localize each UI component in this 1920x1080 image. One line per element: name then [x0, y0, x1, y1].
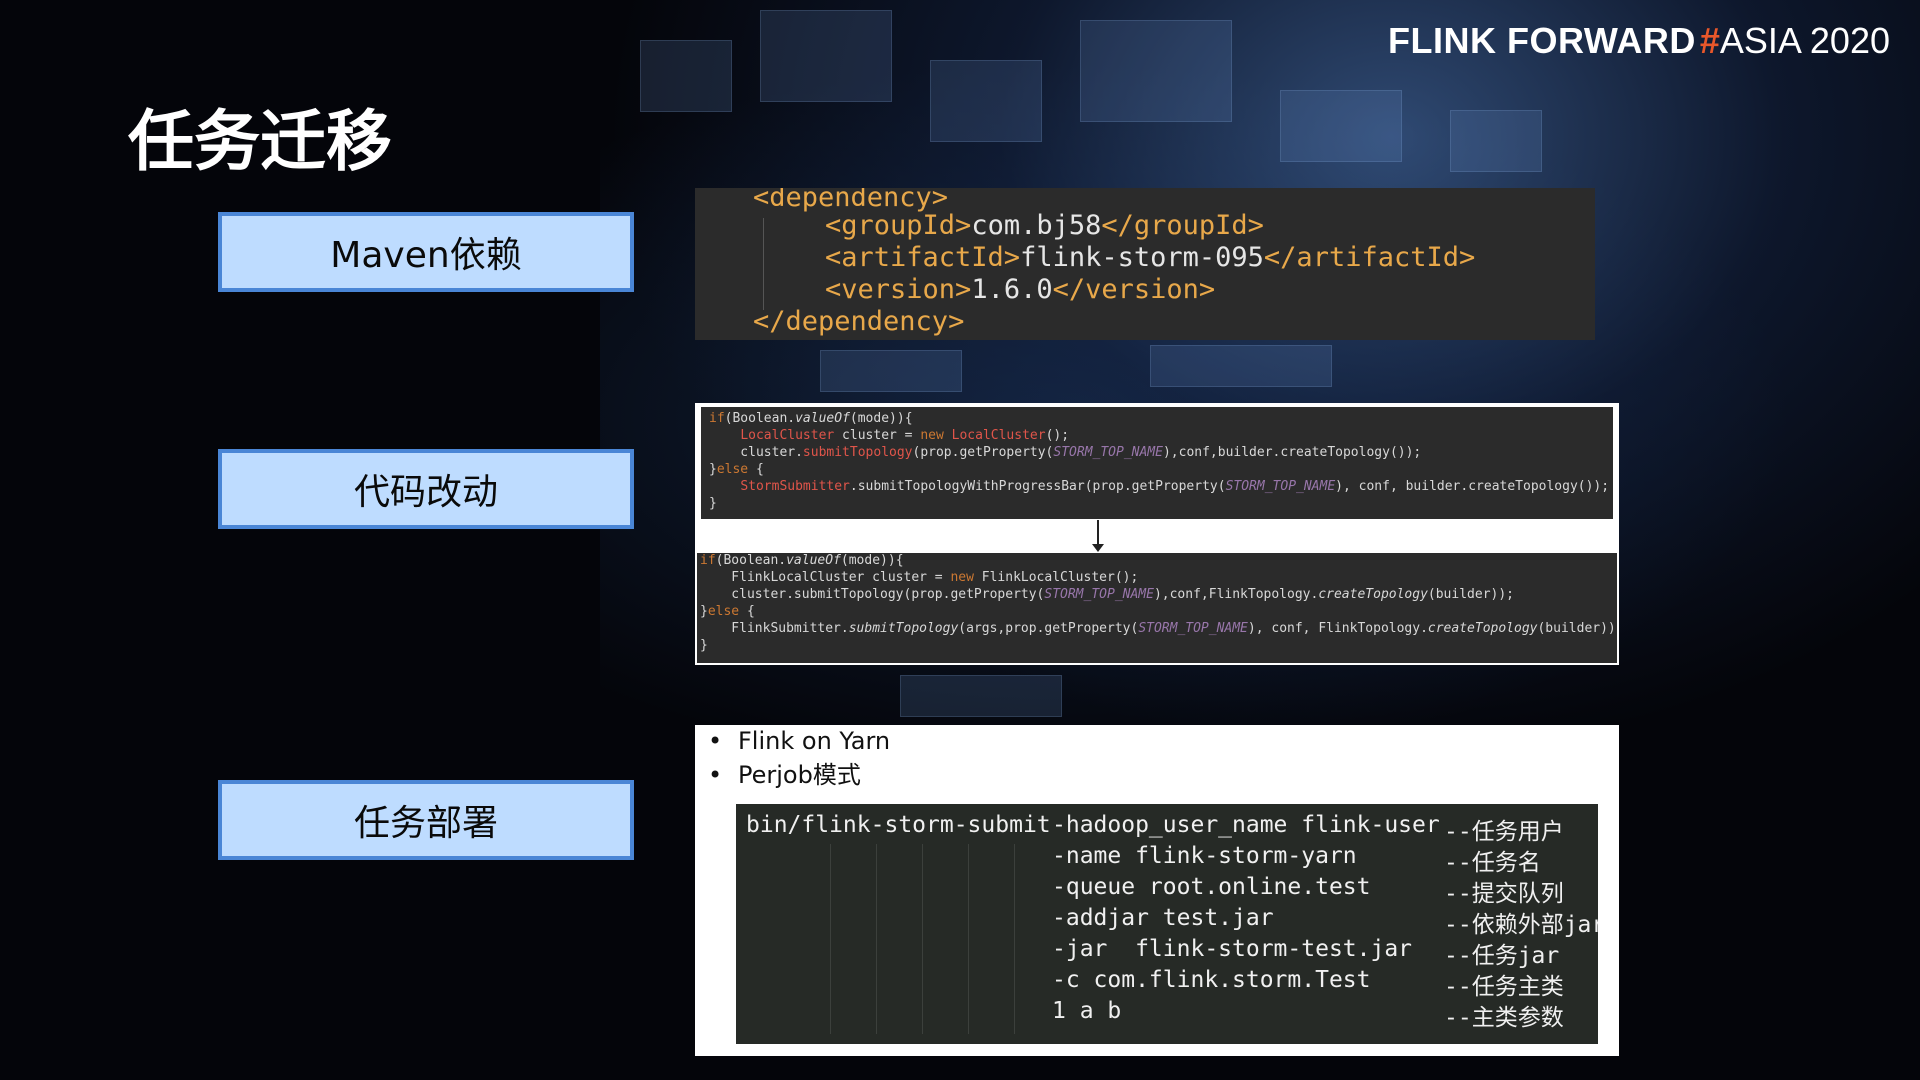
code-line: }else {	[709, 462, 764, 477]
command-arg: 1 a b	[1052, 998, 1122, 1024]
code-line: FlinkSubmitter.submitTopology(args,prop.…	[700, 621, 1617, 636]
command-arg: -c com.flink.storm.Test	[1052, 967, 1371, 993]
command-comment: --依赖外部jar	[1444, 912, 1598, 938]
code-line: if(Boolean.valueOf(mode)){	[709, 411, 913, 426]
background-chip	[1280, 90, 1402, 162]
background-chip	[1080, 20, 1232, 122]
code-line: StormSubmitter.submitTopologyWithProgres…	[740, 479, 1610, 494]
indent-guide	[876, 844, 877, 1034]
command-comment: --提交队列	[1444, 881, 1564, 907]
command-name: bin/flink-storm-submit	[746, 812, 1051, 838]
command-comment: --任务jar	[1444, 943, 1560, 969]
command-comment: --任务名	[1444, 850, 1541, 876]
background-chip	[930, 60, 1042, 142]
command-arg: -queue root.online.test	[1052, 874, 1371, 900]
command-arg: -name flink-storm-yarn	[1052, 843, 1357, 869]
code-before-block: if(Boolean.valueOf(mode)){ LocalCluster …	[701, 407, 1613, 519]
event-brand: FLINK FORWARD#ASIA 2020	[1388, 20, 1890, 62]
brand-event: ASIA 2020	[1719, 20, 1890, 61]
command-arg: -addjar test.jar	[1052, 905, 1274, 931]
code-line: }else {	[700, 604, 755, 619]
indent-guide	[830, 844, 831, 1034]
indent-guide	[968, 844, 969, 1034]
xml-artifactid-line: <artifactId>flink-storm-095</artifactId>	[825, 242, 1476, 273]
command-arg: -jar flink-storm-test.jar	[1052, 936, 1413, 962]
indent-guide	[763, 218, 764, 310]
label-maven: Maven依赖	[218, 212, 634, 292]
transform-arrow	[1097, 520, 1099, 546]
code-line: FlinkLocalCluster cluster = new FlinkLoc…	[700, 570, 1139, 585]
bullet-item: •Perjob模式	[708, 761, 861, 789]
code-line: }	[700, 638, 708, 653]
code-after-block: if(Boolean.valueOf(mode)){ FlinkLocalClu…	[697, 553, 1617, 663]
arrow-down-icon	[1092, 544, 1104, 552]
bullet-item: •Flink on Yarn	[708, 727, 891, 755]
background-chip	[1450, 110, 1542, 172]
code-line: }	[709, 496, 717, 511]
xml-groupid-line: <groupId>com.bj58</groupId>	[825, 210, 1264, 241]
code-line: if(Boolean.valueOf(mode)){	[700, 553, 904, 568]
background-chip	[1150, 345, 1332, 387]
brand-main: FLINK FORWARD	[1388, 20, 1696, 61]
background-chip	[820, 350, 962, 392]
background-chip	[900, 675, 1062, 717]
command-comment: --任务主类	[1444, 974, 1564, 1000]
background-chip	[760, 10, 892, 102]
brand-hash: #	[1699, 20, 1720, 61]
xml-version-line: <version>1.6.0</version>	[825, 274, 1216, 305]
code-line: cluster.submitTopology(prop.getProperty(…	[700, 587, 1514, 602]
deploy-command-block: bin/flink-storm-submit -hadoop_user_name…	[736, 804, 1598, 1044]
indent-guide	[1014, 844, 1015, 1034]
label-deploy: 任务部署	[218, 780, 634, 860]
slide-title: 任务迁移	[128, 103, 392, 180]
xml-open-tag: <dependency>	[753, 188, 949, 213]
code-line: LocalCluster cluster = new LocalCluster(…	[740, 428, 1070, 443]
command-comment: --任务用户	[1444, 819, 1564, 845]
background-chip	[640, 40, 732, 112]
indent-guide	[922, 844, 923, 1034]
code-line: cluster.submitTopology(prop.getProperty(…	[709, 445, 1422, 460]
command-arg: -hadoop_user_name flink-user	[1052, 812, 1440, 838]
maven-dependency-code: <dependency> <groupId>com.bj58</groupId>…	[695, 188, 1595, 340]
label-code-change: 代码改动	[218, 449, 634, 529]
xml-close-tag: </dependency>	[753, 306, 965, 337]
command-comment: --主类参数	[1444, 1005, 1564, 1031]
